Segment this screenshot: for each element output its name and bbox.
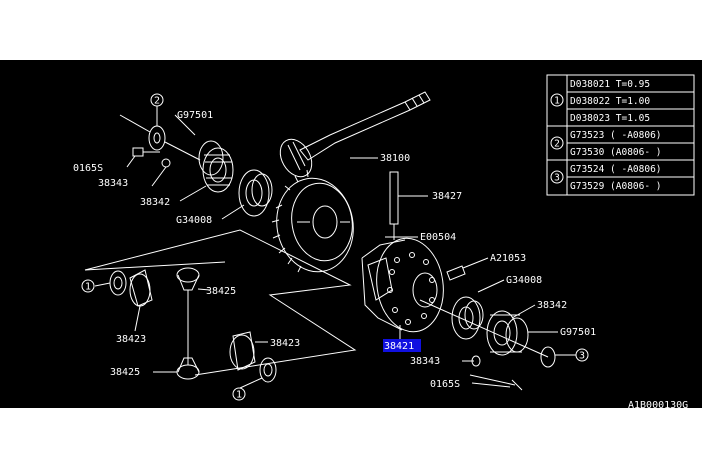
marker-2-top: 2 bbox=[154, 96, 160, 107]
callout-38421[interactable]: 38421 bbox=[384, 341, 414, 352]
leader-lines bbox=[94, 106, 576, 389]
differential-case bbox=[361, 171, 556, 391]
callout-e00504[interactable]: E00504 bbox=[420, 232, 456, 243]
callout-38425-bottom[interactable]: 38425 bbox=[110, 367, 140, 378]
callout-38425-top[interactable]: 38425 bbox=[206, 286, 236, 297]
marker-1-bottom: 1 bbox=[236, 390, 242, 401]
parts-diagram: 1 2 3 D038021 T=0.95 D038022 T=1.00 D038… bbox=[0, 60, 702, 411]
legend-row-4: G73523 ( -A0806) bbox=[570, 130, 662, 141]
callout-38100[interactable]: 38100 bbox=[380, 153, 410, 164]
legend-marker-3: 3 bbox=[554, 173, 560, 184]
legend-row-6: G73524 ( -A0806) bbox=[570, 164, 662, 175]
legend-table: 1 2 3 D038021 T=0.95 D038022 T=1.00 D038… bbox=[546, 74, 695, 196]
diagram-canvas: 1 2 3 D038021 T=0.95 D038022 T=1.00 D038… bbox=[73, 74, 695, 411]
callout-38342-right[interactable]: 38342 bbox=[537, 300, 567, 311]
callout-0165s-right[interactable]: 0165S bbox=[430, 379, 460, 390]
callout-38423-left[interactable]: 38423 bbox=[116, 334, 146, 345]
callout-g97501-top[interactable]: G97501 bbox=[177, 110, 213, 121]
callout-g34008-right[interactable]: G34008 bbox=[506, 275, 542, 286]
callout-38342-top[interactable]: 38342 bbox=[140, 197, 170, 208]
crown-gear bbox=[271, 169, 354, 273]
callout-a21053[interactable]: A21053 bbox=[490, 253, 526, 264]
pinion-side-gear-set bbox=[84, 229, 357, 383]
legend-marker-2: 2 bbox=[554, 139, 560, 150]
legend-row-5: G73530 (A0806- ) bbox=[570, 147, 662, 158]
drive-pinion-shaft bbox=[279, 91, 431, 178]
callout-g97501-right[interactable]: G97501 bbox=[560, 327, 596, 338]
legend-row-7: G73529 (A0806- ) bbox=[570, 181, 662, 192]
legend-marker-1: 1 bbox=[554, 96, 560, 107]
legend-row-3: D038023 T=1.05 bbox=[570, 113, 650, 124]
callout-g34008-top[interactable]: G34008 bbox=[176, 215, 212, 226]
callout-38343-right[interactable]: 38343 bbox=[410, 356, 440, 367]
callout-38343-top[interactable]: 38343 bbox=[98, 178, 128, 189]
callout-38421-highlight bbox=[383, 339, 421, 352]
callout-38427[interactable]: 38427 bbox=[432, 191, 462, 202]
figure-id-watermark: A1B000130G bbox=[628, 400, 688, 408]
legend-row-1: D038021 T=0.95 bbox=[570, 79, 650, 90]
marker-3-right: 3 bbox=[579, 351, 585, 362]
callout-0165s-top[interactable]: 0165S bbox=[73, 163, 103, 174]
marker-1-left: 1 bbox=[85, 282, 91, 293]
legend-row-2: D038022 T=1.00 bbox=[570, 96, 650, 107]
callout-38423-mid[interactable]: 38423 bbox=[270, 338, 300, 349]
